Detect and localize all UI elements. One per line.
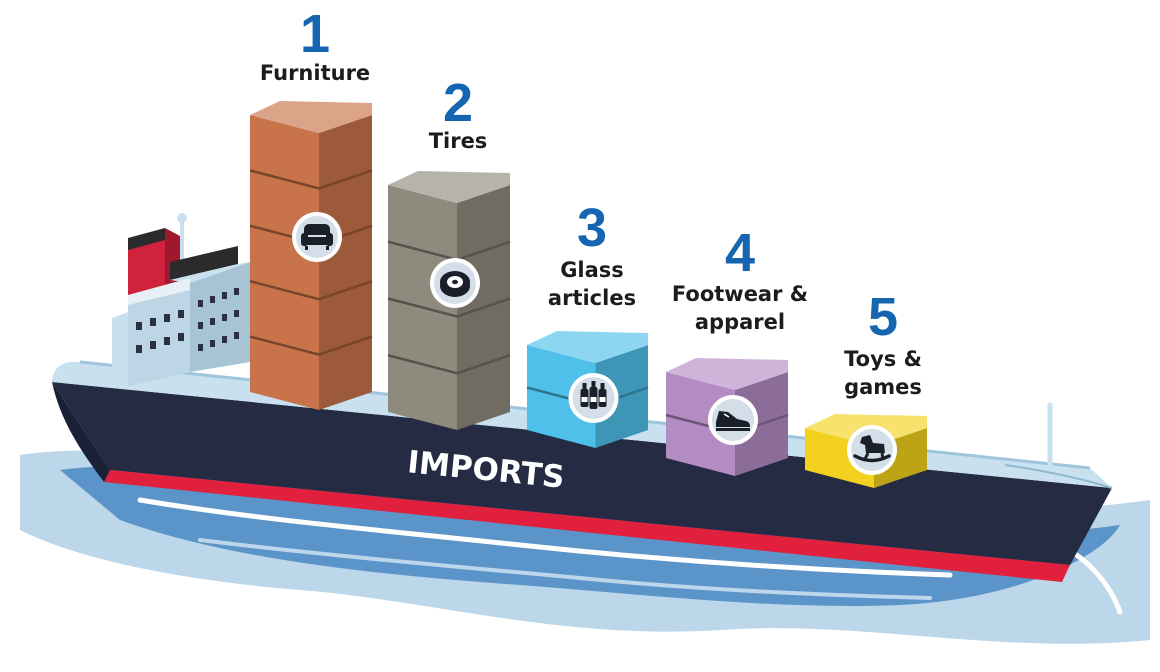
rank-3: 3 (576, 198, 608, 258)
stack-top-face (527, 331, 648, 363)
rank-2: 2 (442, 73, 474, 133)
stack-band-line (387, 297, 511, 318)
label-glass-articles: Glass articles (547, 258, 637, 311)
stack-2 (387, 171, 511, 430)
label-footwear-apparel: Footwear & apparel (671, 282, 809, 335)
armchair-icon (301, 224, 333, 250)
label-tires: Tires (428, 129, 488, 153)
rank-1: 1 (299, 4, 331, 64)
rocking-horse-icon (853, 435, 891, 463)
stack-right-face (319, 115, 372, 410)
stack-left-face (250, 115, 319, 410)
stack-1 (249, 101, 373, 410)
stack-4 (665, 358, 789, 476)
label-furniture: Furniture (259, 61, 371, 85)
ship-bridge (112, 213, 250, 386)
shoe-icon (716, 411, 751, 431)
bottles-icon (580, 381, 607, 409)
tire-icon (440, 271, 470, 297)
rank-5: 5 (867, 287, 899, 347)
stack-top-face (666, 358, 788, 390)
stack-band-line (387, 354, 511, 375)
label-toys-games: Toys & games (844, 347, 922, 400)
stack-top-face (250, 101, 372, 133)
rank-4: 4 (724, 223, 756, 283)
stack-band-line (249, 279, 373, 301)
stack-3 (526, 331, 649, 448)
stack-band-line (249, 169, 373, 190)
stack-top-face (388, 171, 510, 203)
stack-band-line (249, 335, 373, 356)
stack-5 (805, 414, 927, 488)
cargo-stacks (249, 101, 927, 488)
